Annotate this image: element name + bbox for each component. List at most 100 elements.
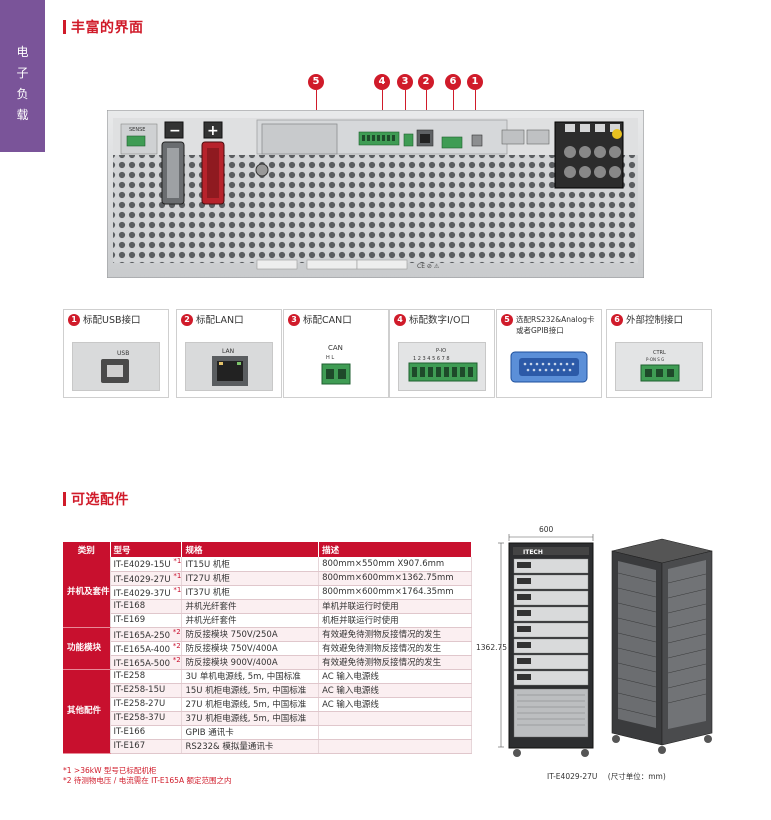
desc-cell: 800mm×600mm×1764.35mm [318,585,472,600]
feature-number: 4 [394,314,406,326]
model-cell: IT-E165A-500 *2 [110,655,183,670]
table-row: IT-E166 GPIB 通讯卡 [63,725,472,740]
sense-label: SENSE [129,127,145,133]
feature-number: 1 [68,314,80,326]
desc-cell: AC 输入电源线 [318,683,472,698]
model-cell: IT-E4029-27U *1 [110,571,183,586]
spec-cell: GPIB 通讯卡 [181,725,320,740]
ctrl-port-photo: CTRL P-ON S G [615,342,703,391]
desc-cell: AC 输入电源线 [318,669,472,684]
callout-badge: 4 [374,74,390,90]
feature-label: 4 标配数字I/O口 [394,314,492,327]
model-cell: IT-E258 [110,669,183,684]
cabinet-perspective-drawing [611,538,713,754]
table-row: 功能模块 IT-E165A-250 *2 防反接模块 750V/250A 有效避… [63,627,472,670]
desc-cell [318,725,472,740]
table-row: IT-E258-27U 27U 机柜电源线, 5m, 中国标准 AC 输入电源线 [63,697,472,712]
feature-label: 6 外部控制接口 [611,314,709,327]
cabinet-front-drawing: ITECH [498,534,594,757]
cabinet-caption-model: IT-E4029-27U [547,772,598,781]
cabinet-brand: ITECH [523,549,543,556]
table-row: IT-E4029-27U *1 IT27U 机柜 800mm×600mm×136… [63,571,472,586]
side-tab: 电 子 负 载 [0,0,45,152]
table-row: IT-E165A-500 *2 防反接模块 900V/400A 有效避免待测物反… [63,655,472,670]
ctrl-photo-tag: CTRL [653,350,666,356]
column-header: 型号 [110,542,183,557]
column-header: 类别 [63,542,111,557]
model-cell: IT-E258-27U [110,697,183,712]
table-row: 并机及套件 IT-E4029-15U *1 IT15U 机柜 800mm×550… [63,557,472,628]
feature-label: 5 选配RS232&Analog卡或者GPIB接口 [501,314,599,336]
desc-cell: 机柜并联运行时使用 [318,613,472,628]
model-cell: IT-E258-15U [110,683,183,698]
cabinet-height-label: 1362.75 [476,643,508,652]
table-row: IT-E258-15U 15U 机柜电源线, 5m, 中国标准 AC 输入电源线 [63,683,472,698]
feature-label-text: 标配USB接口 [83,315,141,326]
desc-cell [318,739,472,754]
section-title: 丰富的界面 [71,20,144,36]
gpib-port-photo [505,342,593,391]
io-port-icon: P-IO 1 2 3 4 5 6 7 8 [399,343,485,390]
usb-port-photo: USB [72,342,160,391]
heading-bar [63,20,66,34]
feature-label: 3 标配CAN口 [288,314,386,327]
feature-box-lan: 2 标配LAN口 LAN [176,309,282,398]
model-cell: IT-E165A-400 *2 [110,641,183,656]
spec-cell: 并机光纤套件 [181,613,320,628]
feature-number: 2 [181,314,193,326]
spec-cell: 27U 机柜电源线, 5m, 中国标准 [181,697,320,712]
spec-cell: 防反接模块 900V/400A [181,655,320,670]
usb-photo-tag: USB [117,350,129,357]
spec-cell: IT37U 机柜 [181,585,320,600]
feature-number: 3 [288,314,300,326]
section-title: 可选配件 [71,492,129,508]
model-cell: IT-E168 [110,599,183,614]
cabinet-caption: IT-E4029-27U (尺寸单位：mm) [547,771,666,782]
feature-box-usb: 1 标配USB接口 USB [63,309,169,398]
model-cell: IT-E169 [110,613,183,628]
feature-label: 2 标配LAN口 [181,314,279,327]
side-tab-char: 载 [16,108,29,122]
column-header: 规格 [181,542,320,557]
callout-badge: 3 [397,74,413,90]
callout-line [316,90,317,120]
table-row: 其他配件 IT-E258 3U 单机电源线, 5m, 中国标准 AC 输入电源线 [63,669,472,754]
table-row: IT-E258-37U 37U 机柜电源线, 5m, 中国标准 [63,711,472,726]
can-port-photo: CAN H L [292,342,380,391]
spec-cell: 防反接模块 750V/250A [181,627,320,642]
heading-bar [63,492,66,506]
spec-cell: 15U 机柜电源线, 5m, 中国标准 [181,683,320,698]
model-cell: IT-E4029-37U *1 [110,585,183,600]
spec-cell: 并机光纤套件 [181,599,320,614]
feature-label-text: 标配CAN口 [303,315,352,326]
table-row: IT-E169 并机光纤套件 机柜并联运行时使用 [63,613,472,628]
desc-cell: 800mm×600mm×1362.75mm [318,571,472,586]
lan-port-photo: LAN [185,342,273,391]
io-port-photo: P-IO 1 2 3 4 5 6 7 8 [398,342,486,391]
lan-port-icon: LAN [186,343,272,390]
feature-box-ctrl: 6 外部控制接口 CTRL P-ON S G [606,309,712,398]
table-row: IT-E4029-37U *1 IT37U 机柜 800mm×600mm×176… [63,585,472,600]
accessories-table: 类别 型号 规格 描述 并机及套件 IT-E4029-15U *1 IT15U … [63,542,472,754]
ce-mark: CE ⊘ ⚠ [417,263,440,270]
cabinet-caption-unit: (尺寸单位：mm) [607,772,666,781]
minus-sign: − [169,123,181,139]
model-cell: IT-E4029-15U *1 [110,557,183,572]
side-tab-char: 电 [16,45,29,59]
table-row: IT-E167 RS232& 模拟量通讯卡 [63,739,472,754]
footnote: *1 >36kW 型号已标配机柜 [63,766,157,775]
callout-line [382,90,383,128]
feature-label-text: 标配LAN口 [196,315,244,326]
feature-box-can: 3 标配CAN口 CAN H L [283,309,389,398]
footnote: *2 待测物电压 / 电流需在 IT-E165A 额定范围之内 [63,776,232,785]
callout-badge: 6 [445,74,461,90]
table-row: IT-E165A-400 *2 防反接模块 750V/400A 有效避免待测物反… [63,641,472,656]
table-row: IT-E168 并机光纤套件 单机并联运行时使用 [63,599,472,614]
model-cell: IT-E165A-250 *2 [110,627,183,642]
spec-cell: 3U 单机电源线, 5m, 中国标准 [181,669,320,684]
cabinet-width-label: 600 [539,525,554,534]
spec-cell: 防反接模块 750V/400A [181,641,320,656]
callout-badge: 2 [418,74,434,90]
can-port-icon: CAN H L [292,342,380,391]
feature-box-rs232: 5 选配RS232&Analog卡或者GPIB接口 [496,309,602,398]
